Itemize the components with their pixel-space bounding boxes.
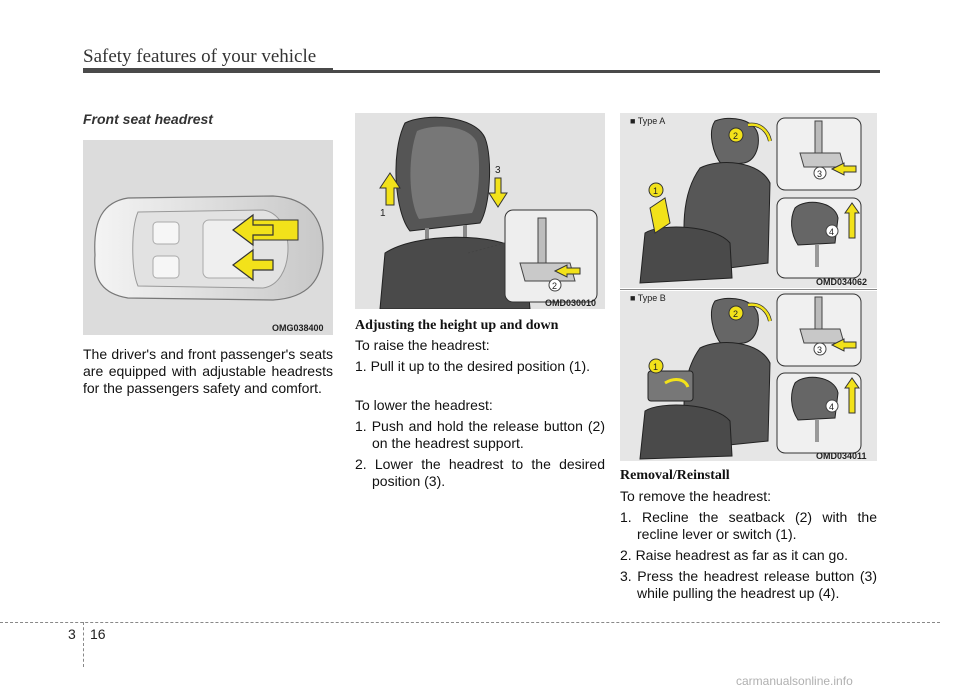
type-b-label-1: 1	[653, 362, 658, 372]
watermark: carmanualsonline.info	[736, 674, 853, 688]
type-a-label: ■ Type A	[630, 116, 666, 126]
footer-rule	[0, 622, 940, 623]
section-title: Front seat headrest	[83, 111, 213, 127]
type-b-label-3: 3	[817, 345, 822, 355]
adjust-heading: Adjusting the height up and down	[355, 318, 559, 333]
headrest-figure-code: OMD030010	[545, 298, 597, 308]
type-a-label-2: 2	[733, 131, 738, 141]
removal-heading: Removal/Reinstall	[620, 468, 730, 483]
headrest-adjust-illustration: 1 3 2	[379, 116, 598, 309]
headrest-adjust-figure: 1 3 2	[355, 113, 605, 309]
chapter-number: 3	[68, 626, 76, 642]
type-b-code: OMD034011	[816, 451, 867, 461]
footer-separator	[83, 622, 84, 667]
type-divider	[620, 289, 877, 290]
type-b-label-2: 2	[733, 309, 738, 319]
removal-step-2: 2. Raise headrest as far as it can go.	[620, 547, 849, 563]
type-b-figure: 1 2 3 4	[620, 291, 877, 461]
intro-paragraph: The driver's and front passenger's seats…	[83, 346, 333, 396]
type-b-label: ■ Type B	[630, 293, 666, 303]
header-rule	[83, 70, 880, 73]
headrest-label-3: 3	[495, 165, 501, 176]
type-a-label-1: 1	[653, 186, 658, 196]
headrest-label-2: 2	[552, 281, 557, 291]
type-a-seat-illustration: 1 2 3 4	[639, 117, 862, 284]
removal-intro: To remove the headrest:	[620, 488, 771, 504]
headrest-label-1: 1	[380, 208, 386, 219]
car-figure-code: OMG038400	[272, 323, 324, 333]
page-number: 16	[90, 626, 106, 642]
lower-step-1: 1. Push and hold the release button (2) …	[355, 418, 605, 451]
raise-intro: To raise the headrest:	[355, 337, 490, 353]
raise-step-1: 1. Pull it up to the desired position (1…	[355, 358, 591, 374]
car-top-view-figure	[83, 140, 333, 335]
type-b-label-4: 4	[829, 402, 834, 412]
type-a-label-4: 4	[829, 227, 834, 237]
removal-step-1: 1. Recline the seatback (2) with the rec…	[620, 509, 877, 542]
header-rule-accent	[83, 68, 333, 73]
type-b-seat-illustration: 1 2 3 4	[639, 293, 862, 460]
page-header-title: Safety features of your vehicle	[83, 46, 317, 67]
removal-step-3: 3. Press the headrest release button (3)…	[620, 568, 877, 601]
type-a-figure: 1 2 3 4	[620, 113, 877, 288]
type-a-label-3: 3	[817, 169, 822, 179]
lower-intro: To lower the headrest:	[355, 397, 493, 413]
type-a-code: OMD034062	[816, 277, 868, 287]
car-top-view-illustration	[94, 195, 324, 301]
lower-step-2: 2. Lower the headrest to the desired pos…	[355, 456, 605, 489]
